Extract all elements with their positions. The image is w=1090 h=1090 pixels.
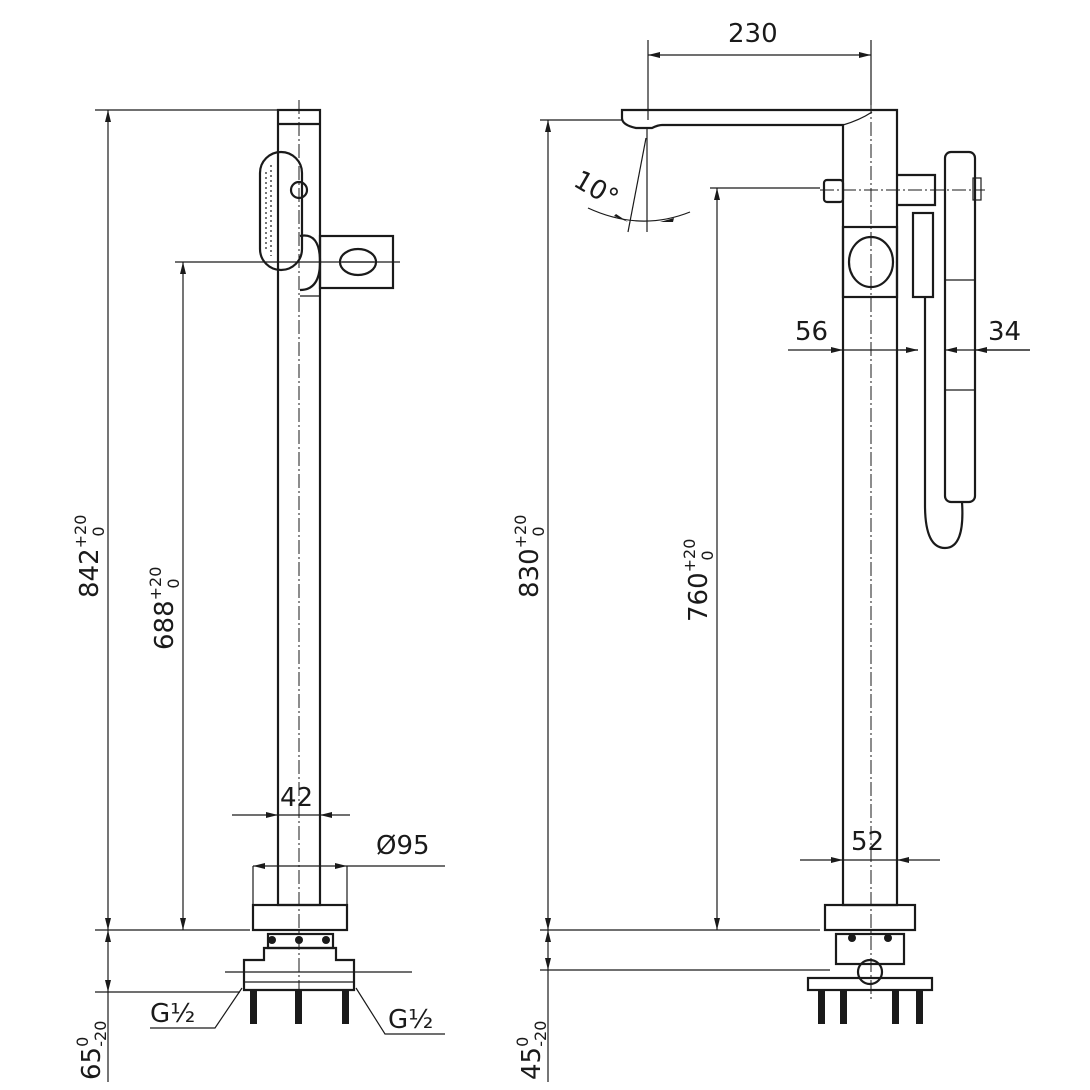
faucet-body-front [620, 100, 985, 1000]
base-assembly-right [806, 903, 934, 1024]
mounting-bolts [250, 936, 349, 1024]
thread-g-half-left-label: G½ [150, 999, 195, 1029]
dimension-overall-height-right: 830+200 [511, 119, 820, 931]
hose-connector [911, 211, 935, 299]
handshower-nozzles [265, 165, 272, 256]
dimension-below-floor-left: 650-20 [73, 930, 240, 1082]
dim-688-label: 688+200 [146, 567, 183, 650]
dimension-pipe-width-left: 42 [232, 783, 350, 818]
dimension-spout-reach: 230 [647, 19, 872, 120]
dim-56-label: 56 [795, 317, 828, 347]
dimension-pipe-width-right: 52 [800, 827, 940, 863]
thread-g-half-right-label: G½ [388, 1005, 433, 1035]
dimension-holder-offset: 56 34 [788, 317, 1030, 353]
handle-block-front [841, 225, 899, 299]
faucet-body-side [258, 100, 395, 1000]
dimension-outlet-height-left: 688+200 [146, 261, 400, 930]
base-assembly-left [242, 903, 356, 1024]
dim-34-label: 34 [988, 317, 1021, 347]
right-view: 230 10° 830+200 760+200 [511, 19, 1030, 1082]
handshower-head [258, 150, 304, 272]
dim-10-degree-label: 10° [569, 165, 624, 214]
handshower [943, 150, 977, 504]
dim-diameter-95-label: Ø95 [376, 831, 430, 861]
dimension-diverter-height: 760+200 [680, 187, 820, 930]
dim-830-label: 830+200 [511, 515, 548, 598]
dimension-spout-angle: 10° [569, 128, 691, 233]
hose [923, 297, 964, 550]
dim-760-label: 760+200 [680, 539, 717, 622]
dim-230-label: 230 [728, 19, 778, 49]
dim-842-label: 842+200 [71, 515, 108, 598]
dimension-base-diameter: Ø95 [252, 831, 445, 905]
dim-45-label: 450-20 [513, 1021, 550, 1080]
mounting-bolts-right [818, 934, 923, 1024]
dimension-below-floor-right: 450-20 [513, 930, 830, 1082]
diverter-knob [822, 178, 845, 204]
thread-leader-left: G½ [150, 987, 243, 1029]
dim-52-label: 52 [851, 827, 884, 857]
dim-42-label: 42 [280, 783, 313, 813]
dim-65-label: 650-20 [73, 1021, 110, 1080]
left-view: 842+200 688+200 650-20 42 Ø95 [71, 100, 445, 1082]
thread-leader-right: G½ [355, 987, 445, 1035]
dimension-overall-height-left: 842+200 [71, 109, 278, 931]
